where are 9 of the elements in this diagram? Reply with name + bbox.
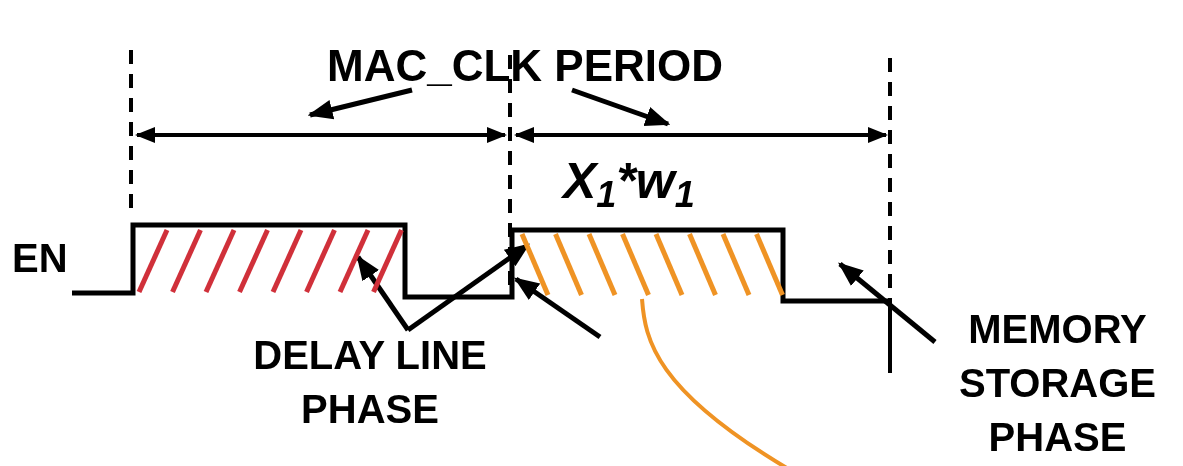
phase-label: DELAY LINE PHASE [252, 332, 488, 433]
arrow [307, 87, 413, 120]
arrow [355, 254, 411, 332]
product-label: X$_{1}$*w$_{1}$ [563, 152, 695, 216]
arrow [838, 262, 937, 344]
period-label: MAC_CLK PERIOD [326, 40, 724, 92]
en-signal-label: EN [12, 236, 68, 281]
arrow [571, 87, 671, 127]
phase-label: MEMORY STORAGE PHASE [957, 306, 1158, 461]
